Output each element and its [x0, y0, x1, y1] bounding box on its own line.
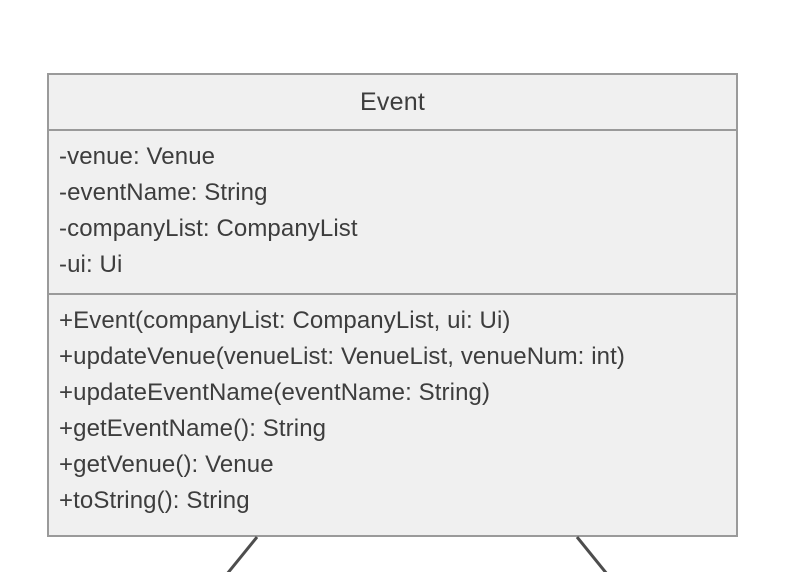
operation-row: +getEventName(): String: [59, 415, 327, 442]
attribute-row: -venue: Venue: [59, 143, 216, 170]
association-line-left: [226, 536, 259, 572]
class-name-label: Event: [360, 87, 425, 116]
attribute-row: -ui: Ui: [59, 251, 123, 278]
operation-row: +updateVenue(venueList: VenueList, venue…: [59, 343, 625, 370]
operation-row: +toString(): String: [59, 487, 250, 514]
association-line-right: [575, 536, 608, 572]
class-name-compartment: Event: [49, 75, 736, 131]
class-attributes-compartment: -venue: Venue -eventName: String -compan…: [49, 131, 736, 295]
operation-row: +updateEventName(eventName: String): [59, 379, 491, 406]
attribute-row: -companyList: CompanyList: [59, 215, 358, 242]
operation-row: +getVenue(): Venue: [59, 451, 274, 478]
attribute-row: -eventName: String: [59, 179, 268, 206]
uml-class-event[interactable]: Event -venue: Venue -eventName: String -…: [47, 73, 738, 537]
operation-row: +Event(companyList: CompanyList, ui: Ui): [59, 307, 511, 334]
class-operations-compartment: +Event(companyList: CompanyList, ui: Ui)…: [49, 295, 736, 529]
